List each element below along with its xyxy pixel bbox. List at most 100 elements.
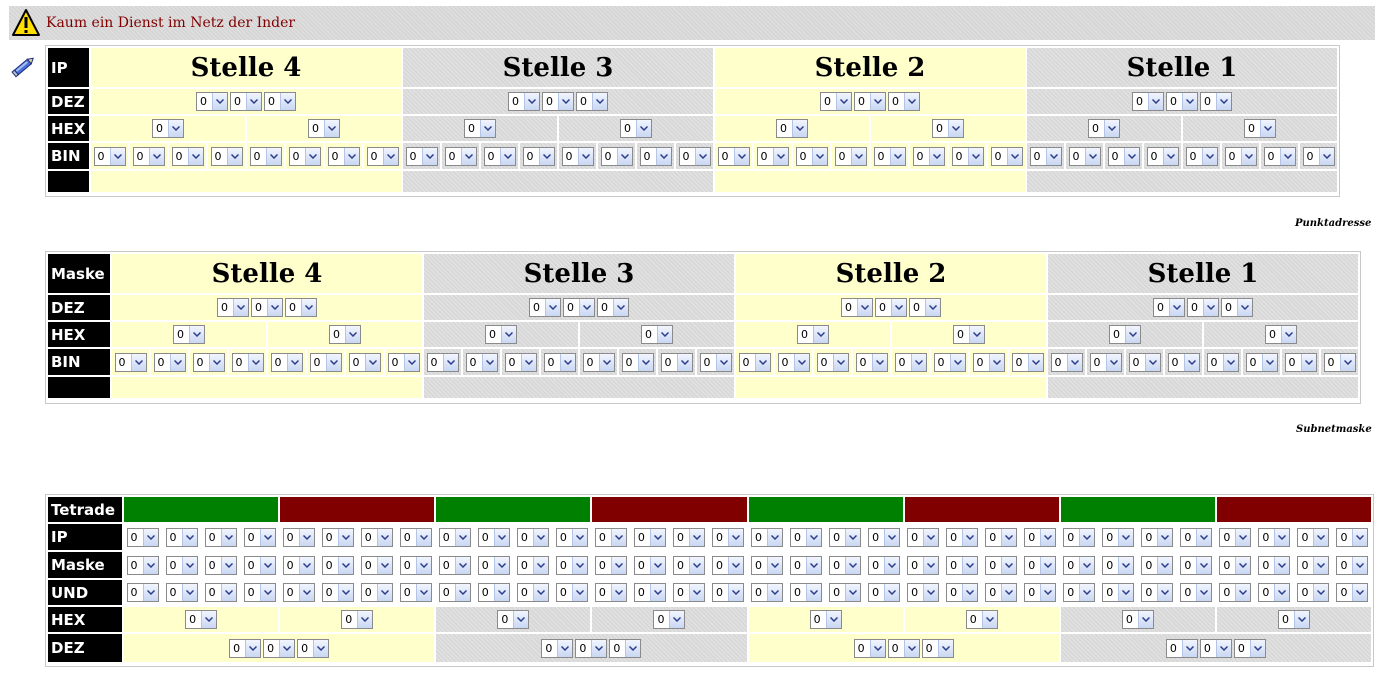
dropdown-button[interactable]	[610, 556, 626, 574]
bit-select[interactable]: 0	[621, 352, 654, 372]
bit-select[interactable]: 0	[1263, 146, 1296, 166]
bit-select[interactable]: 0	[855, 352, 888, 372]
bit-select[interactable]: 0	[1297, 555, 1330, 575]
dropdown-button[interactable]	[1279, 147, 1295, 165]
dropdown-button[interactable]	[247, 353, 263, 371]
dropdown-button[interactable]	[226, 147, 242, 165]
dez-digit-select[interactable]: 0	[921, 638, 954, 658]
dropdown-button[interactable]	[1157, 556, 1173, 574]
dropdown-button[interactable]	[884, 556, 900, 574]
bit-select[interactable]: 0	[1219, 555, 1252, 575]
dez-digit-select[interactable]: 0	[609, 638, 642, 658]
hex-digit-select[interactable]: 0	[485, 325, 517, 344]
dropdown-button[interactable]	[220, 556, 236, 574]
dropdown-button[interactable]	[415, 584, 431, 601]
dropdown-button[interactable]	[1137, 611, 1153, 628]
dropdown-button[interactable]	[1079, 584, 1095, 601]
dez-digit-select[interactable]: 0	[887, 638, 920, 658]
bit-select[interactable]: 0	[1063, 555, 1096, 575]
bit-select[interactable]: 0	[1297, 527, 1330, 547]
bit-select[interactable]: 0	[1146, 146, 1179, 166]
dropdown-button[interactable]	[571, 528, 587, 546]
dropdown-button[interactable]	[220, 584, 236, 601]
bit-select[interactable]: 0	[1167, 352, 1200, 372]
bit-select[interactable]: 0	[1102, 527, 1135, 547]
bit-select[interactable]: 0	[516, 555, 549, 575]
dropdown-button[interactable]	[1118, 556, 1134, 574]
dropdown-button[interactable]	[903, 639, 919, 657]
dropdown-button[interactable]	[733, 147, 749, 165]
bit-select[interactable]: 0	[561, 146, 594, 166]
dropdown-button[interactable]	[246, 93, 261, 110]
dropdown-button[interactable]	[845, 528, 861, 546]
dropdown-button[interactable]	[1125, 326, 1140, 343]
dropdown-button[interactable]	[337, 556, 353, 574]
bit-select[interactable]: 0	[309, 352, 342, 372]
dropdown-button[interactable]	[967, 147, 983, 165]
dropdown-button[interactable]	[1216, 93, 1231, 110]
dropdown-button[interactable]	[884, 584, 900, 601]
bit-select[interactable]: 0	[894, 352, 927, 372]
dropdown-button[interactable]	[1215, 639, 1231, 657]
bit-select[interactable]: 0	[1323, 352, 1356, 372]
bit-select[interactable]: 0	[243, 583, 276, 602]
bit-select[interactable]: 0	[192, 352, 225, 372]
bit-select[interactable]: 0	[360, 555, 393, 575]
dropdown-button[interactable]	[1318, 147, 1334, 165]
bit-select[interactable]: 0	[907, 555, 940, 575]
dropdown-button[interactable]	[337, 528, 353, 546]
bit-select[interactable]: 0	[405, 146, 438, 166]
dropdown-button[interactable]	[201, 611, 217, 628]
bit-select[interactable]: 0	[1141, 555, 1174, 575]
bit-select[interactable]: 0	[868, 527, 901, 547]
dropdown-button[interactable]	[454, 584, 470, 601]
bit-select[interactable]: 0	[985, 583, 1018, 602]
dropdown-button[interactable]	[870, 93, 885, 110]
dropdown-button[interactable]	[1274, 556, 1290, 574]
dropdown-button[interactable]	[280, 93, 295, 110]
bit-select[interactable]: 0	[951, 146, 984, 166]
dropdown-button[interactable]	[636, 120, 651, 137]
bit-select[interactable]: 0	[873, 146, 906, 166]
dez-digit-select[interactable]: 0	[1221, 298, 1253, 317]
dropdown-button[interactable]	[616, 147, 632, 165]
bit-select[interactable]: 0	[1107, 146, 1140, 166]
dropdown-button[interactable]	[1274, 528, 1290, 546]
bit-select[interactable]: 0	[1336, 555, 1369, 575]
dez-digit-select[interactable]: 0	[251, 298, 283, 317]
bit-select[interactable]: 0	[348, 352, 381, 372]
dropdown-button[interactable]	[1001, 528, 1017, 546]
bit-select[interactable]: 0	[366, 146, 399, 166]
pencil-icon[interactable]	[11, 54, 37, 78]
dropdown-button[interactable]	[649, 528, 665, 546]
dropdown-button[interactable]	[869, 639, 885, 657]
bit-select[interactable]: 0	[1297, 583, 1330, 602]
dropdown-button[interactable]	[625, 639, 641, 657]
bit-select[interactable]: 0	[1206, 352, 1239, 372]
dropdown-button[interactable]	[1105, 353, 1121, 371]
dropdown-button[interactable]	[571, 556, 587, 574]
bit-select[interactable]: 0	[868, 583, 901, 602]
bit-select[interactable]: 0	[1180, 555, 1213, 575]
dez-digit-select[interactable]: 0	[508, 92, 540, 111]
dropdown-button[interactable]	[591, 639, 607, 657]
dropdown-button[interactable]	[1237, 299, 1252, 316]
dropdown-button[interactable]	[884, 528, 900, 546]
dropdown-button[interactable]	[1045, 147, 1061, 165]
hex-digit-select[interactable]: 0	[965, 610, 998, 629]
dropdown-button[interactable]	[212, 93, 227, 110]
bit-select[interactable]: 0	[1245, 352, 1278, 372]
dropdown-button[interactable]	[187, 147, 203, 165]
dropdown-button[interactable]	[415, 528, 431, 546]
bit-select[interactable]: 0	[946, 583, 979, 602]
dropdown-button[interactable]	[1006, 147, 1022, 165]
bit-select[interactable]: 0	[243, 555, 276, 575]
dropdown-button[interactable]	[298, 584, 314, 601]
hex-digit-select[interactable]: 0	[1088, 119, 1120, 138]
dropdown-button[interactable]	[1196, 528, 1212, 546]
bit-select[interactable]: 0	[672, 583, 705, 602]
dropdown-button[interactable]	[1079, 528, 1095, 546]
dez-digit-select[interactable]: 0	[230, 92, 262, 111]
bit-select[interactable]: 0	[282, 555, 315, 575]
dropdown-button[interactable]	[655, 147, 671, 165]
